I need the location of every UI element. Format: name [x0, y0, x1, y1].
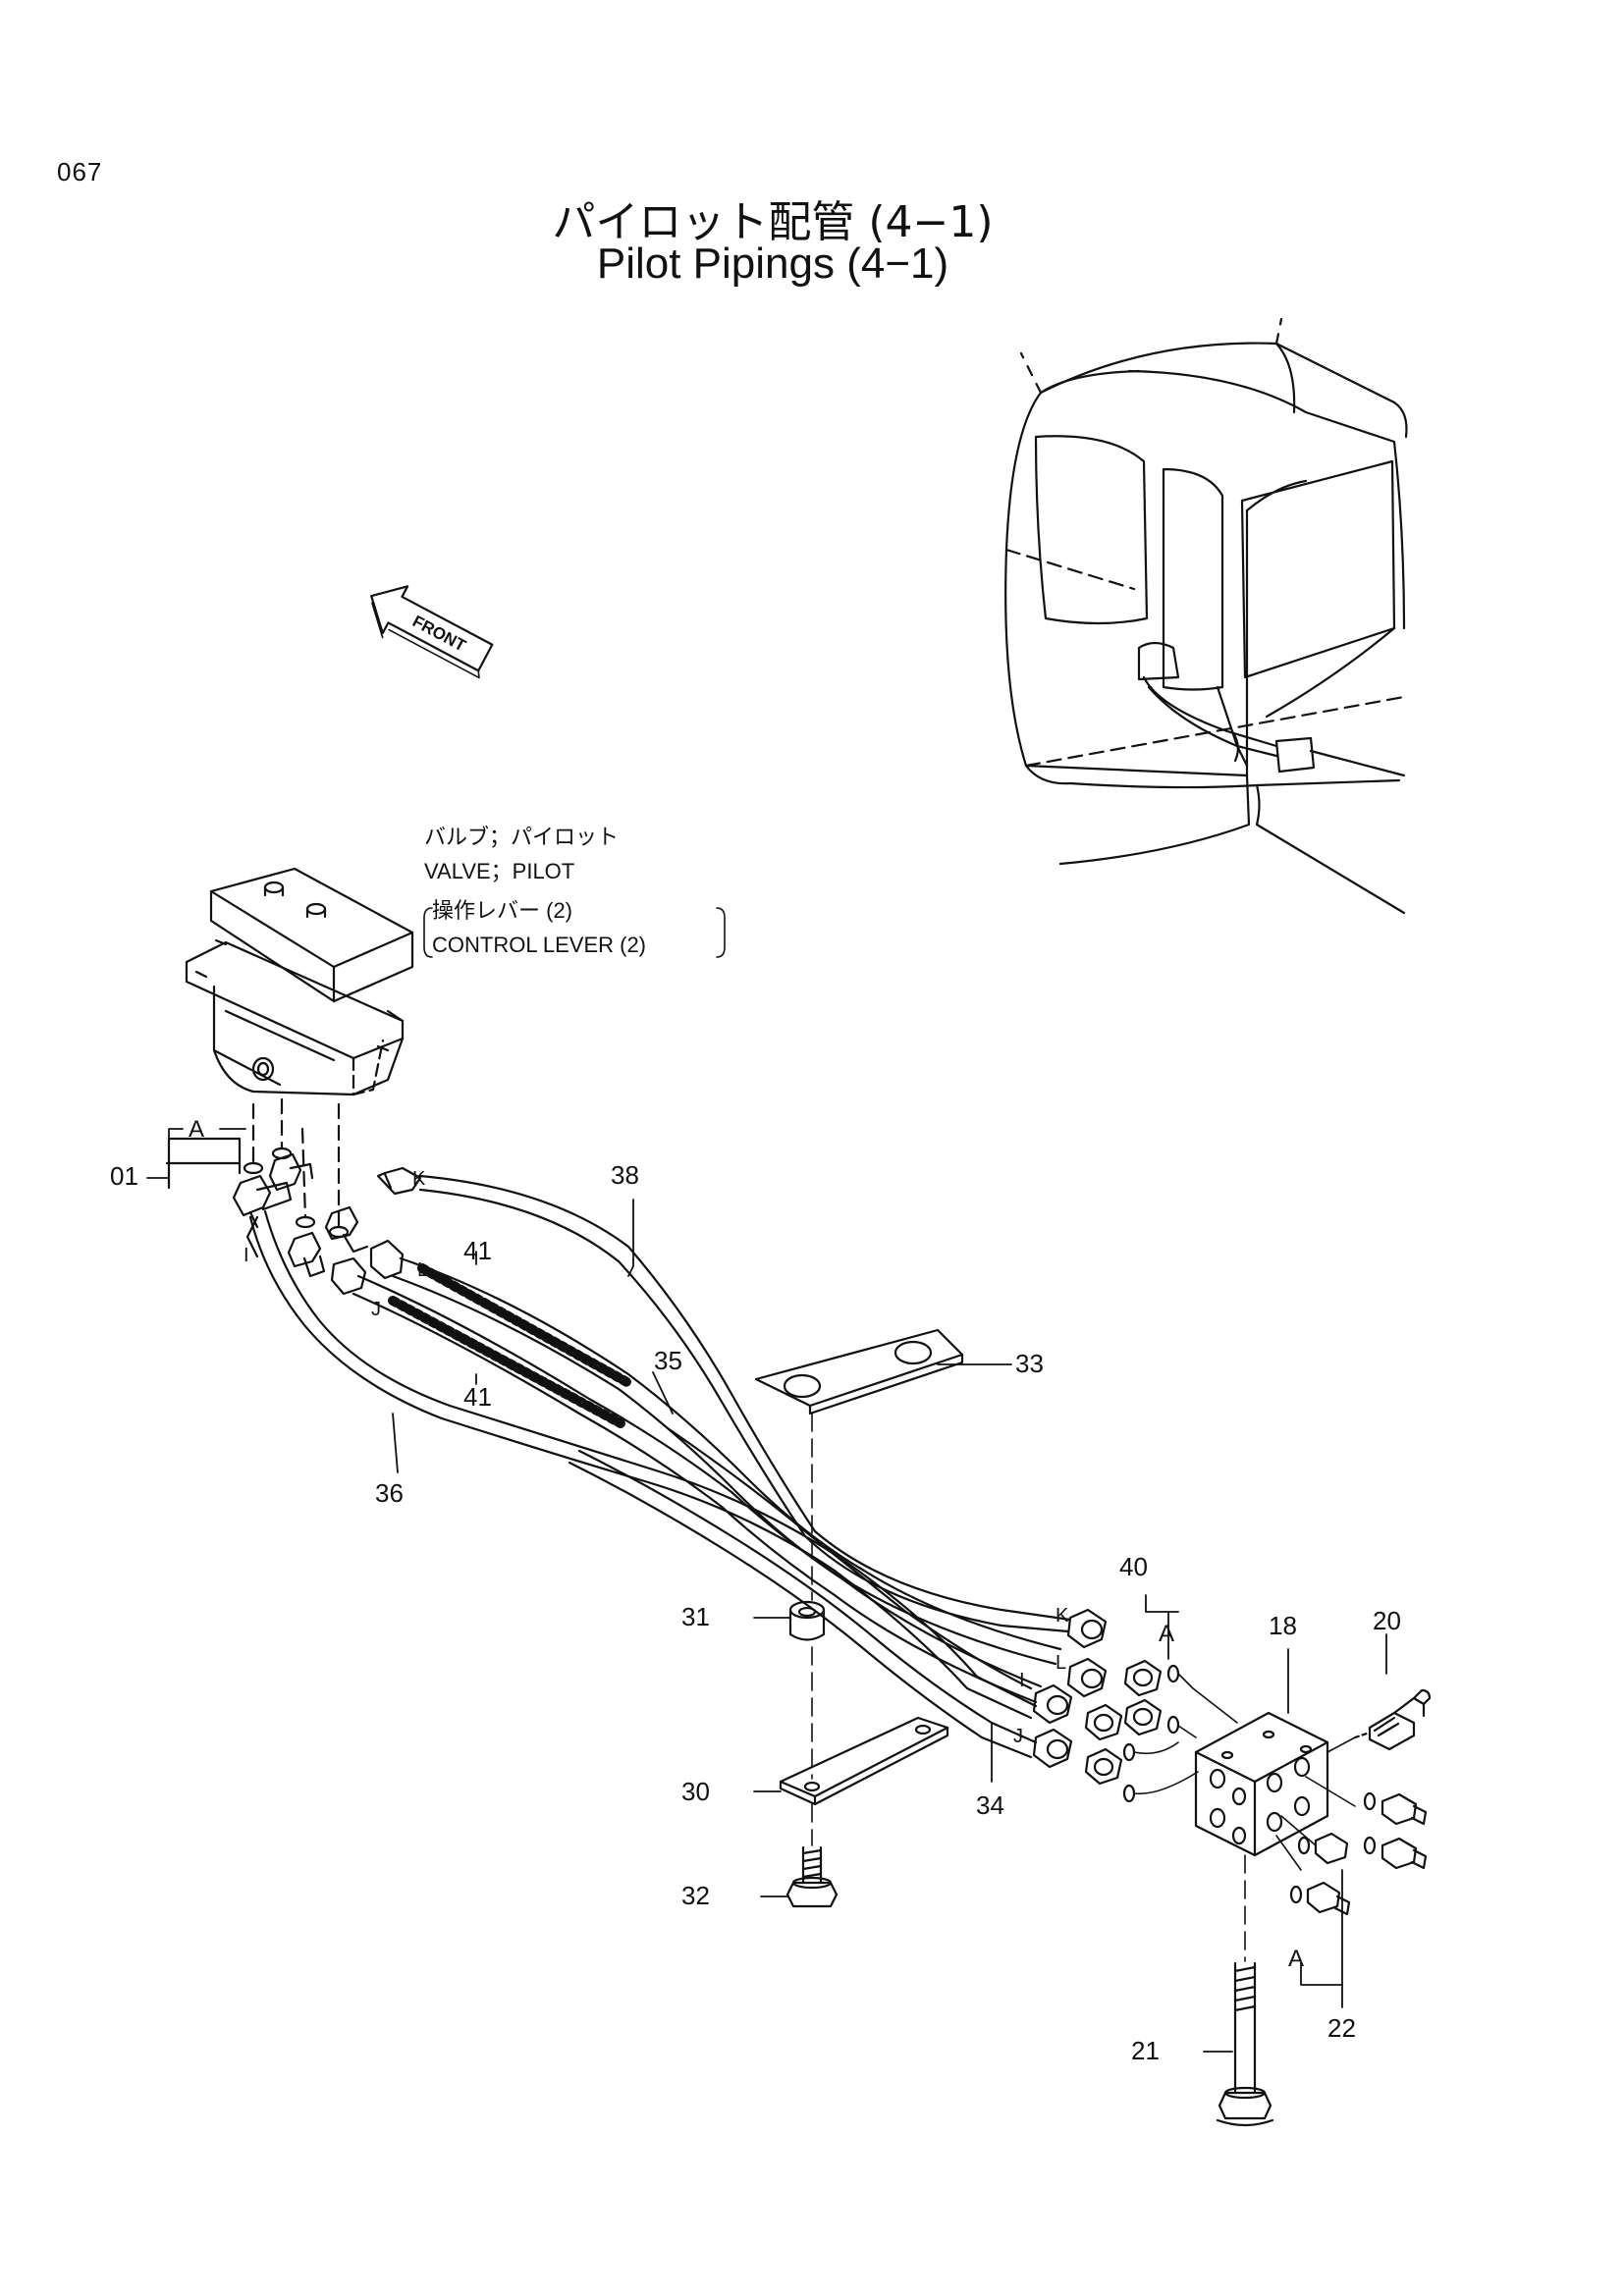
part-35: 35 — [654, 1346, 682, 1375]
port-k-right: K — [1056, 1605, 1069, 1627]
port-l-right: L — [1056, 1652, 1066, 1674]
port-j-right: J — [1013, 1726, 1023, 1747]
hose-35 — [666, 1426, 1033, 1690]
hose-36 — [248, 1209, 1038, 1720]
port-i-right: I — [1019, 1670, 1025, 1691]
page-number: 067 — [57, 157, 103, 187]
page-title-japanese: パイロット配管 (4−1) — [552, 197, 994, 247]
port-l-left: L — [417, 1259, 428, 1281]
cab-illustration — [1004, 317, 1408, 915]
port-j-left: J — [371, 1299, 381, 1320]
clamp-31 — [788, 1600, 826, 1641]
fittings-22 — [1289, 1791, 1428, 1916]
bracket-33 — [754, 1328, 964, 1415]
diagram-labels: FRONT バルブ；パイロット VALVE；PILOT 操作レバー (2) CO… — [110, 612, 1401, 2065]
part-30: 30 — [681, 1777, 710, 1806]
part-20: 20 — [1373, 1606, 1401, 1635]
front-arrow — [370, 585, 494, 679]
part-36: 36 — [375, 1478, 404, 1508]
part-38: 38 — [611, 1160, 639, 1190]
port-a-bottom: A — [1288, 1946, 1304, 1972]
part-32: 32 — [681, 1881, 710, 1910]
port-i-left: I — [244, 1245, 249, 1266]
control-lever-label-en: CONTROL LEVER (2) — [432, 933, 646, 957]
port-a-left: A — [189, 1116, 204, 1143]
plate-30 — [779, 1716, 949, 1806]
leader-lines — [146, 1128, 1387, 2053]
part-31: 31 — [681, 1602, 710, 1631]
part-01: 01 — [110, 1161, 138, 1191]
hose-41-lower — [330, 1256, 1043, 1704]
port-k-left: K — [412, 1168, 426, 1190]
part-40: 40 — [1119, 1552, 1148, 1581]
left-fittings — [165, 1097, 369, 1278]
valve-label-en: VALVE；PILOT — [424, 859, 574, 883]
valve-label-jp: バルブ；パイロット — [424, 825, 619, 849]
block-connection-leaders — [1133, 1673, 1356, 1871]
part-21: 21 — [1131, 2036, 1160, 2065]
part-18: 18 — [1269, 1611, 1297, 1640]
hose-34 — [568, 1449, 1038, 1759]
pilot-valve — [185, 867, 414, 1096]
label-bracket — [423, 907, 726, 958]
bolt-32 — [785, 1845, 839, 1908]
part-41-upper: 41 — [463, 1236, 492, 1265]
part-41-lower: 41 — [463, 1382, 492, 1412]
block-18 — [1194, 1711, 1329, 1857]
plug-20 — [1353, 1688, 1432, 1751]
page-title-english: Pilot Pipings (4−1) — [596, 240, 949, 288]
hose-41-upper — [369, 1239, 1062, 1666]
part-22: 22 — [1327, 2013, 1356, 2043]
hose-38 — [376, 1166, 1072, 1633]
right-hose-ends — [1032, 1608, 1180, 1803]
bolt-21 — [1216, 1854, 1274, 2127]
port-a-right: A — [1159, 1621, 1174, 1647]
control-lever-label-jp: 操作レバー (2) — [432, 898, 572, 923]
part-34: 34 — [976, 1790, 1004, 1820]
part-33: 33 — [1015, 1349, 1044, 1378]
